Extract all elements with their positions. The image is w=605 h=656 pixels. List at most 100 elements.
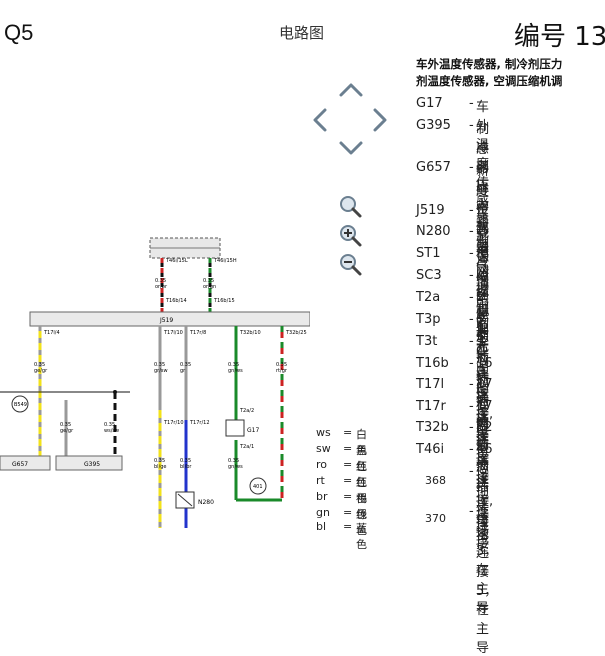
- wire-color-9: ws/sw: [104, 428, 119, 434]
- legend-code: N280: [416, 224, 451, 239]
- equals-sign: =: [343, 520, 353, 533]
- wire-size-2: 0.35: [203, 278, 214, 284]
- zoom-search-button[interactable]: [337, 194, 365, 220]
- pan-left-icon[interactable]: [313, 108, 327, 132]
- pin-label-8: T32b/10: [239, 330, 261, 336]
- legend-dash: -: [469, 464, 474, 479]
- equals-sign: =: [343, 442, 353, 455]
- wire-color-7: rt/gr: [276, 368, 288, 374]
- legend-text-cont: 度传感器: [476, 184, 490, 256]
- wire-size-8: 0.35: [60, 422, 71, 428]
- color-abbr: ro: [316, 458, 328, 471]
- wire-color-3: ge/gr: [34, 368, 48, 374]
- equals-sign: =: [343, 458, 353, 471]
- wire-color-8: ge/gr: [60, 428, 74, 434]
- legend-text: 保险丝架 C 上的保险: [476, 272, 490, 435]
- equals-sign: =: [343, 474, 353, 487]
- legend-code: 370: [425, 512, 446, 525]
- color-abbr: sw: [316, 442, 331, 455]
- legend-dash: -: [469, 268, 474, 283]
- zoom-in-button[interactable]: [337, 223, 365, 249]
- circuit-diagram[interactable]: T46i/15L T46i/15H 0.35 or/br 0.35 or/gn …: [0, 230, 310, 528]
- pin-label-10: T17r/10: [163, 420, 184, 426]
- pin-label-6: T17l/10: [163, 330, 183, 336]
- legend-text: 32 芯插头连接: [476, 420, 493, 530]
- legend-dash: -: [469, 118, 474, 133]
- legend-code: T3p: [416, 312, 441, 327]
- vehicle-model: Q5: [4, 20, 34, 45]
- legend-dash: -: [469, 312, 474, 327]
- wire-size-4: 0.35: [154, 362, 165, 368]
- legend-code: T16b: [416, 356, 449, 371]
- diagram-number: 编号 13: [514, 22, 605, 52]
- g17-label: G17: [247, 427, 259, 434]
- wire-color-11: bl/br: [180, 464, 192, 470]
- wire-size-1: 0.35: [155, 278, 166, 284]
- legend-dash: -: [469, 96, 474, 111]
- legend-code: G395: [416, 118, 451, 133]
- wire-size-10: 0.35: [154, 458, 165, 464]
- pan-up-icon[interactable]: [339, 83, 363, 97]
- legend-dash: -: [469, 420, 474, 435]
- pan-right-icon[interactable]: [373, 108, 387, 132]
- equals-sign: =: [343, 426, 353, 439]
- legend-dash: -: [469, 377, 474, 392]
- ground-label-2: 401: [253, 484, 263, 490]
- color-abbr: rt: [316, 474, 325, 487]
- legend-dash: -: [469, 442, 474, 457]
- wire-color-6: gn/ws: [228, 368, 243, 374]
- legend-code: T3t: [416, 334, 438, 349]
- g657-sensor[interactable]: [0, 455, 51, 471]
- legend-code: T17l: [416, 377, 445, 392]
- wire-color-1: or/br: [155, 284, 168, 290]
- color-abbr: br: [316, 490, 328, 503]
- g657-label: G657: [12, 461, 28, 468]
- legend-dash: -: [469, 246, 474, 261]
- g17-sensor[interactable]: [225, 419, 245, 437]
- wire-size-6: 0.35: [228, 362, 239, 368]
- wire-color-10: bl/ge: [154, 464, 167, 470]
- legend-text: 新鲜空气进气道中的: [476, 164, 490, 331]
- legend-code: G657: [416, 160, 451, 175]
- g395-sensor[interactable]: [55, 455, 123, 471]
- wire-size-5: 0.35: [180, 362, 191, 368]
- legend-text: 制冷剂压力和制冷剂: [476, 122, 490, 289]
- legend-dash: -: [469, 290, 474, 305]
- wire-size-3: 0.35: [34, 362, 45, 368]
- color-name: 红色: [356, 476, 367, 505]
- legend-text: 车外温度传感器: [476, 100, 490, 229]
- color-abbr: bl: [316, 520, 327, 533]
- diagram-description: 车外温度传感器, 制冷剂压力 剂温度传感器, 空调压缩机调: [416, 56, 562, 90]
- ground-label-1: B549: [14, 402, 27, 408]
- legend-text: 3 芯插头连接, 黑色: [476, 312, 494, 460]
- legend-text: 16 芯插头连接: [476, 356, 493, 466]
- color-name: 褐色: [356, 492, 367, 521]
- pin-label-9: T32b/25: [285, 330, 307, 336]
- legend-code: J519: [416, 203, 445, 218]
- color-abbr: ws: [316, 426, 331, 439]
- legend-code: 368: [425, 474, 446, 487]
- equals-sign: =: [343, 490, 353, 503]
- pan-down-icon[interactable]: [339, 141, 363, 155]
- color-name: 蓝色: [356, 522, 367, 551]
- pin-label-5: T17l/4: [43, 330, 60, 336]
- legend-text: 17 芯插头连接: [476, 377, 493, 487]
- zoom-out-button[interactable]: [337, 252, 365, 278]
- ground-401-icon: [249, 477, 267, 495]
- pin-label-13: T2a/1: [239, 444, 254, 450]
- legend-text: 保险丝座 1: [476, 250, 490, 337]
- legend-code: T2a: [416, 290, 441, 305]
- legend-code: ST1: [416, 246, 441, 261]
- j519-control-unit[interactable]: [29, 311, 310, 327]
- legend-dash: -: [469, 399, 474, 414]
- pin-label-12: T2a/2: [239, 408, 254, 414]
- legend-text: 车载电网控制单元: [476, 207, 490, 355]
- legend-code: T17r: [416, 399, 446, 414]
- n280-label: N280: [198, 499, 214, 506]
- description-line-1: 车外温度传感器, 制冷剂压力: [416, 57, 563, 71]
- color-name: 红色: [356, 460, 367, 489]
- legend-text: 3 芯插头连接: [476, 334, 490, 444]
- legend-code: G17: [416, 96, 443, 111]
- pin-label-2: T46i/15H: [213, 258, 237, 264]
- equals-sign: =: [343, 506, 353, 519]
